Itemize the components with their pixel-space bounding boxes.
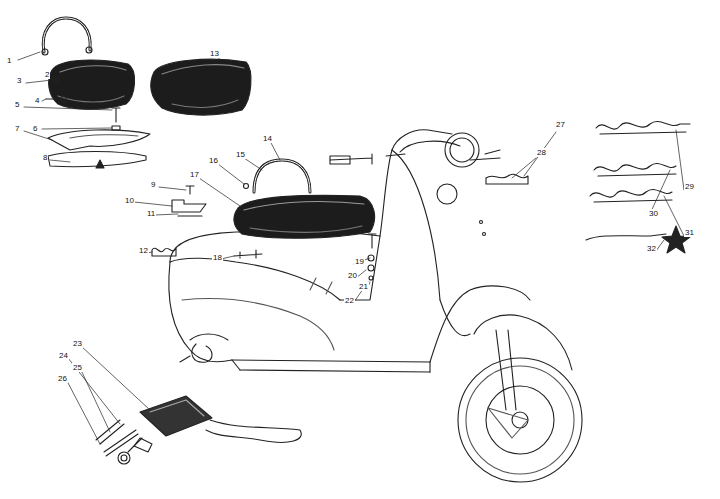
callout-number: 6 bbox=[32, 124, 38, 133]
callout-number: 25 bbox=[72, 363, 83, 372]
callout-number: 32 bbox=[646, 244, 657, 253]
callout-number: 5 bbox=[14, 100, 20, 109]
callout-number: 16 bbox=[208, 156, 219, 165]
callout-number: 11 bbox=[146, 209, 156, 218]
callout-number: 14 bbox=[262, 134, 273, 143]
callout-number: 20 bbox=[347, 271, 358, 280]
callout-number: 31 bbox=[684, 228, 695, 237]
callout-number: 13 bbox=[209, 49, 220, 58]
callout-number: 17 bbox=[189, 170, 200, 179]
callout-number: 2 bbox=[44, 70, 50, 79]
callout-number: 27 bbox=[555, 120, 566, 129]
callout-number: 22 bbox=[344, 296, 355, 305]
callout-number: 24 bbox=[58, 351, 69, 360]
callout-number: 26 bbox=[57, 374, 68, 383]
callout-number: 4 bbox=[34, 96, 40, 105]
callout-number: 7 bbox=[14, 124, 20, 133]
callout-number: 12 bbox=[138, 246, 149, 255]
callout-number: 19 bbox=[354, 257, 365, 266]
callout-number: 23 bbox=[72, 339, 83, 348]
callout-number: 10 bbox=[124, 196, 135, 205]
callout-number: 30 bbox=[648, 209, 659, 218]
callout-number: 28 bbox=[536, 148, 547, 157]
callout-number: 18 bbox=[212, 253, 223, 262]
callout-number: 3 bbox=[16, 76, 22, 85]
callout-number: 21 bbox=[358, 282, 369, 291]
callout-number: 15 bbox=[235, 150, 246, 159]
callout-number: 1 bbox=[6, 56, 12, 65]
callout-number: 9 bbox=[150, 180, 156, 189]
callout-number: 29 bbox=[684, 182, 695, 191]
callout-number: 8 bbox=[42, 153, 48, 162]
